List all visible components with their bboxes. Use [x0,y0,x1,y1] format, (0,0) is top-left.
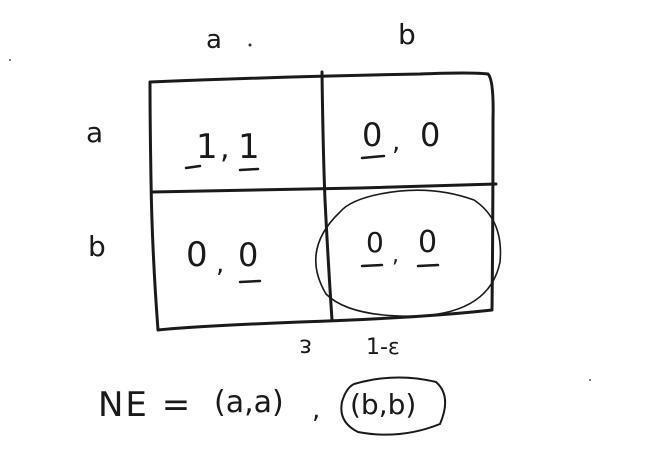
best-response-mark [360,263,384,268]
cell-bb-payoff-1: 0 [366,226,384,259]
ink-dot [589,379,591,381]
cell-aa-separator: , [220,131,230,166]
best-response-mark [416,263,440,268]
cell-ba-payoff-1: 0 [186,235,208,275]
equilibrium-circle [314,189,502,317]
equilibrium-highlight-circle [340,376,447,436]
ne-separator: , [312,395,320,425]
cell-ba-payoff-2: 0 [238,236,258,274]
ink-dot [248,43,252,47]
matrix-border [148,71,495,332]
cell-ab-separator: , [392,127,400,157]
cell-ab-payoff-1: 0 [362,116,382,154]
cell-aa-payoff-1: 1 [196,127,218,167]
best-response-mark [184,164,202,170]
cell-bb-payoff-2: 0 [418,225,437,260]
cell-ab-payoff-2: 0 [420,116,440,154]
best-response-mark [360,154,386,160]
cell-ba-separator: , [216,249,224,279]
matrix-horizontal-divider [150,182,498,194]
cell-bb-separator: , [392,243,399,268]
row-header-b: b [88,230,106,263]
ne-second-equilibrium: (b,b) [350,388,416,421]
matrix-vertical-divider [320,70,334,322]
best-response-mark [238,279,262,284]
best-response-mark [238,167,260,172]
probability-one-minus-epsilon: 1-ε [366,335,400,360]
ne-label: NE = [98,385,192,425]
column-header-b: b [398,18,416,51]
row-header-a: a [86,116,103,149]
cell-aa-payoff-2: 1 [238,127,260,167]
column-header-a: a [206,25,222,55]
ink-dot [9,59,11,61]
ne-first-equilibrium: (a,a) [214,385,284,420]
probability-epsilon: ε [299,334,312,362]
